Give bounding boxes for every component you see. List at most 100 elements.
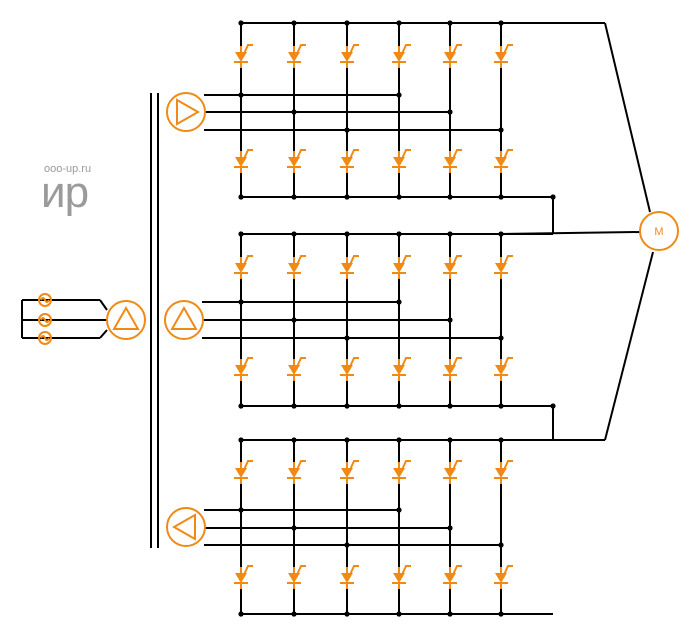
thyristor-gate — [295, 149, 306, 162]
thyristor-gate — [242, 44, 253, 57]
thyristor-icon — [392, 255, 411, 279]
junction-dot — [291, 194, 297, 200]
thyristor-icon — [392, 149, 411, 173]
thyristor-gate — [502, 460, 513, 473]
transformer-primary-icon — [106, 300, 146, 340]
junction-dot — [291, 611, 297, 617]
thyristor-icon — [287, 255, 306, 279]
junction-dot — [550, 194, 556, 200]
junction-dot — [498, 542, 504, 548]
thyristor-icon — [494, 255, 513, 279]
thyristor-gate — [400, 255, 411, 268]
transformer-secondary-icon — [164, 300, 204, 340]
transformer-secondary-icon — [166, 507, 206, 547]
thyristor-gate — [348, 149, 359, 162]
junction-dot — [238, 231, 244, 237]
thyristor-icon — [392, 44, 411, 68]
junction-dot — [447, 403, 453, 409]
delta-symbol — [171, 513, 196, 541]
ac-source-icon — [38, 313, 52, 327]
junction-dot — [396, 507, 402, 513]
sine-wave — [40, 317, 50, 323]
wiring — [21, 20, 654, 617]
thyristor-icon — [287, 565, 306, 589]
junction-dot — [498, 611, 504, 617]
junction-dot — [396, 437, 402, 443]
junction-dot — [498, 194, 504, 200]
motor-label: M — [654, 226, 663, 238]
junction-dot — [396, 611, 402, 617]
thyristor-gate — [242, 255, 253, 268]
thyristor-icon — [234, 565, 253, 589]
thyristor-icon — [392, 357, 411, 381]
thyristor-icon — [392, 565, 411, 589]
thyristor-icon — [494, 460, 513, 484]
junction-dot — [447, 20, 453, 26]
source-circle — [38, 293, 52, 307]
junction-dot — [238, 437, 244, 443]
thyristor-gate — [295, 255, 306, 268]
thyristor-icon — [443, 357, 462, 381]
sine-wave — [40, 297, 50, 303]
thyristor-icon — [443, 460, 462, 484]
watermark-site: ooo-up.ru — [44, 163, 92, 175]
thyristor-icon — [340, 565, 359, 589]
thyristor-gate — [295, 357, 306, 370]
junction-dot — [447, 611, 453, 617]
thyristor-icon — [340, 44, 359, 68]
motor-feed — [604, 22, 651, 213]
thyristor-gate — [451, 255, 462, 268]
thyristor-gate — [400, 357, 411, 370]
sine-wave — [40, 335, 50, 341]
junction-dot — [238, 611, 244, 617]
thyristor-icon — [234, 255, 253, 279]
delta-symbol — [170, 305, 198, 330]
junction-dot — [291, 525, 297, 531]
motor-feed — [500, 231, 641, 235]
primary-line — [99, 329, 108, 339]
thyristor-icon — [287, 460, 306, 484]
junction-dot — [396, 20, 402, 26]
transformer-secondary-icon — [166, 92, 206, 132]
winding-circle — [106, 300, 146, 340]
junction-dot — [447, 194, 453, 200]
motor-circle — [639, 211, 679, 251]
winding-circle — [166, 507, 206, 547]
thyristor-icon — [234, 44, 253, 68]
thyristor-icon — [494, 44, 513, 68]
junction-dot — [447, 525, 453, 531]
thyristor-gate — [400, 565, 411, 578]
thyristor-gate — [348, 255, 359, 268]
thyristor-icon — [392, 460, 411, 484]
junction-dot — [344, 127, 350, 133]
junction-dot — [238, 507, 244, 513]
junction-dot — [344, 437, 350, 443]
thyristor-icon — [340, 460, 359, 484]
thyristor-gate — [451, 149, 462, 162]
junction-dot — [291, 437, 297, 443]
thyristor-icon — [234, 357, 253, 381]
thyristor-icon — [340, 255, 359, 279]
thyristor-gate — [451, 44, 462, 57]
winding-circle — [164, 300, 204, 340]
junction-dot — [291, 403, 297, 409]
thyristor-gate — [242, 149, 253, 162]
junction-dot — [550, 403, 556, 409]
junction-dot — [344, 194, 350, 200]
thyristor-gate — [348, 44, 359, 57]
thyristor-gate — [295, 44, 306, 57]
junction-dot — [498, 403, 504, 409]
thyristor-gate — [451, 357, 462, 370]
junction-dot — [291, 109, 297, 115]
thyristor-gate — [502, 149, 513, 162]
thyristor-gate — [348, 460, 359, 473]
thyristor-gate — [242, 565, 253, 578]
junction-dot — [396, 299, 402, 305]
thyristor-icon — [443, 149, 462, 173]
thyristor-icon — [494, 565, 513, 589]
junction-dot — [238, 403, 244, 409]
thyristor-icon — [494, 357, 513, 381]
winding-circle — [166, 92, 206, 132]
junction-dot — [344, 542, 350, 548]
